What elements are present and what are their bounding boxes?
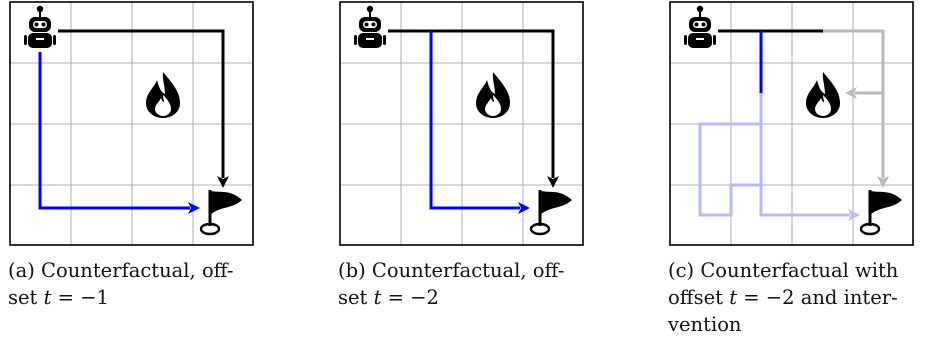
grid-border [339, 1, 584, 246]
caption-b: (b) Counterfactual, off- set t = −2 [338, 257, 564, 311]
panel-b: (b) Counterfactual, off- set t = −2 [338, 0, 588, 345]
flag-icon [199, 190, 242, 236]
caption-text: set [338, 286, 374, 309]
panel-c: (c) Counterfactual with offset t = −2 an… [668, 0, 918, 345]
caption-a: (a) Counterfactual, off- set t = −1 [8, 257, 233, 311]
math-variable: t [729, 286, 738, 309]
caption-text: vention [668, 313, 742, 336]
caption-text: Counterfactual, off- [371, 259, 565, 282]
faded-original-path [823, 29, 889, 188]
caption-text: offset [668, 286, 730, 309]
caption-label: (a) [8, 259, 35, 282]
gridworld-a [9, 1, 254, 246]
caption-text: Counterfactual, off- [41, 259, 234, 282]
flag-icon [529, 190, 572, 236]
fire-icon [146, 72, 180, 118]
counterfactual-path [429, 31, 530, 214]
original-path [58, 29, 229, 188]
caption-label: (c) [668, 259, 695, 282]
grid-border [669, 1, 914, 246]
gridworld-b [339, 1, 584, 246]
grid-lines [340, 2, 583, 245]
caption-text: Counterfactual with [700, 259, 899, 282]
caption-c: (c) Counterfactual with offset t = −2 an… [668, 257, 898, 338]
grid-lines [10, 2, 253, 245]
flag-icon [859, 190, 902, 236]
math-value: = −2 and inter- [737, 286, 898, 309]
fire-icon [476, 72, 510, 118]
caption-label: (b) [338, 259, 366, 282]
robot-icon [24, 5, 56, 48]
math-variable: t [373, 286, 382, 309]
robot-icon [684, 5, 716, 48]
fire-icon [806, 72, 840, 118]
grid-border [9, 1, 254, 246]
robot-icon [354, 5, 386, 48]
counterfactual-path [38, 52, 200, 214]
original-path [388, 29, 559, 188]
math-value: = −1 [51, 286, 109, 309]
panel-a: (a) Counterfactual, off- set t = −1 [8, 0, 258, 345]
math-variable: t [43, 286, 52, 309]
math-value: = −2 [381, 286, 439, 309]
caption-text: set [8, 286, 44, 309]
faded-counterfactual-path [698, 93, 860, 221]
gridworld-c [669, 1, 914, 246]
